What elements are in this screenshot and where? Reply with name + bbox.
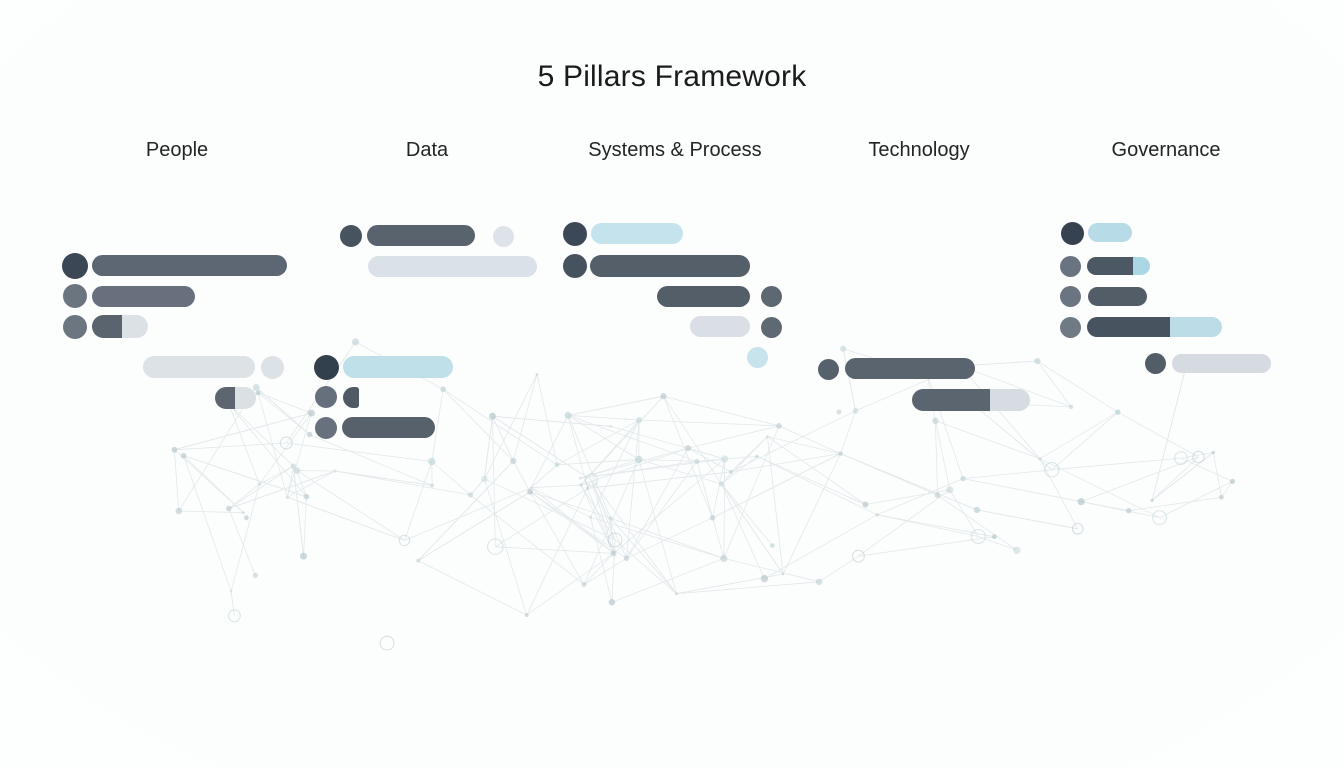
row-bar-segment: [1087, 317, 1170, 337]
row-bar: [590, 255, 750, 277]
row-bar-split: [1087, 257, 1150, 275]
row-dot: [1059, 285, 1081, 307]
row-dot: [492, 225, 514, 247]
row-dot: [760, 316, 782, 338]
row-dot: [63, 315, 87, 339]
row-dot: [63, 284, 87, 308]
row-dot: [62, 253, 88, 279]
row-dot: [1144, 352, 1166, 374]
row-bar: [343, 356, 453, 378]
row-dot: [563, 222, 587, 246]
page-title: 5 Pillars Framework: [537, 60, 807, 93]
row-bar-segment: [235, 387, 256, 409]
row-dot: [563, 254, 587, 278]
pillar-header-technology: Technology: [868, 139, 970, 161]
row-dot: [760, 285, 782, 307]
row-bar: [367, 225, 475, 246]
row-bar: [1088, 223, 1132, 242]
row-bar: [690, 316, 750, 337]
row-bar-segment: [990, 389, 1030, 411]
row-bar: [845, 358, 975, 379]
row-bar-split: [215, 387, 256, 409]
row-dot: [315, 417, 337, 439]
row-bar: [591, 223, 683, 244]
row-bar-split: [92, 315, 148, 338]
row-bar-segment: [92, 315, 122, 338]
row-dot: [746, 346, 768, 368]
row-dot: [260, 355, 284, 379]
row-dot: [340, 225, 362, 247]
row-bar: [1172, 354, 1271, 373]
row-dot: [1059, 255, 1081, 277]
pillar-header-governance: Governance: [1111, 139, 1221, 161]
row-bar-segment: [1170, 317, 1222, 337]
row-bar: [143, 356, 255, 378]
row-bar-segment: [122, 315, 148, 338]
pillar-header-systems-process: Systems & Process: [588, 139, 762, 161]
row-bar: [342, 417, 435, 438]
row-dot: [1059, 316, 1081, 338]
row-bar: [92, 286, 195, 307]
row-bar-split: [1087, 317, 1222, 337]
row-bar-segment: [215, 387, 235, 409]
row-dot: [313, 354, 339, 380]
row-bar-segment: [1087, 257, 1133, 275]
row-bar: [92, 255, 287, 276]
row-bar-segment: [1133, 257, 1150, 275]
row-dot: [817, 358, 839, 380]
row-bar: [657, 286, 750, 307]
pillar-header-people: People: [145, 139, 209, 161]
row-bar-segment: [912, 389, 990, 411]
row-bar: [1088, 287, 1147, 306]
pillar-header-data: Data: [405, 139, 449, 161]
row-bar: [343, 387, 359, 408]
row-dot: [315, 386, 337, 408]
row-dot: [1060, 221, 1084, 245]
row-bar: [368, 256, 537, 277]
row-bar-split: [912, 389, 1030, 411]
